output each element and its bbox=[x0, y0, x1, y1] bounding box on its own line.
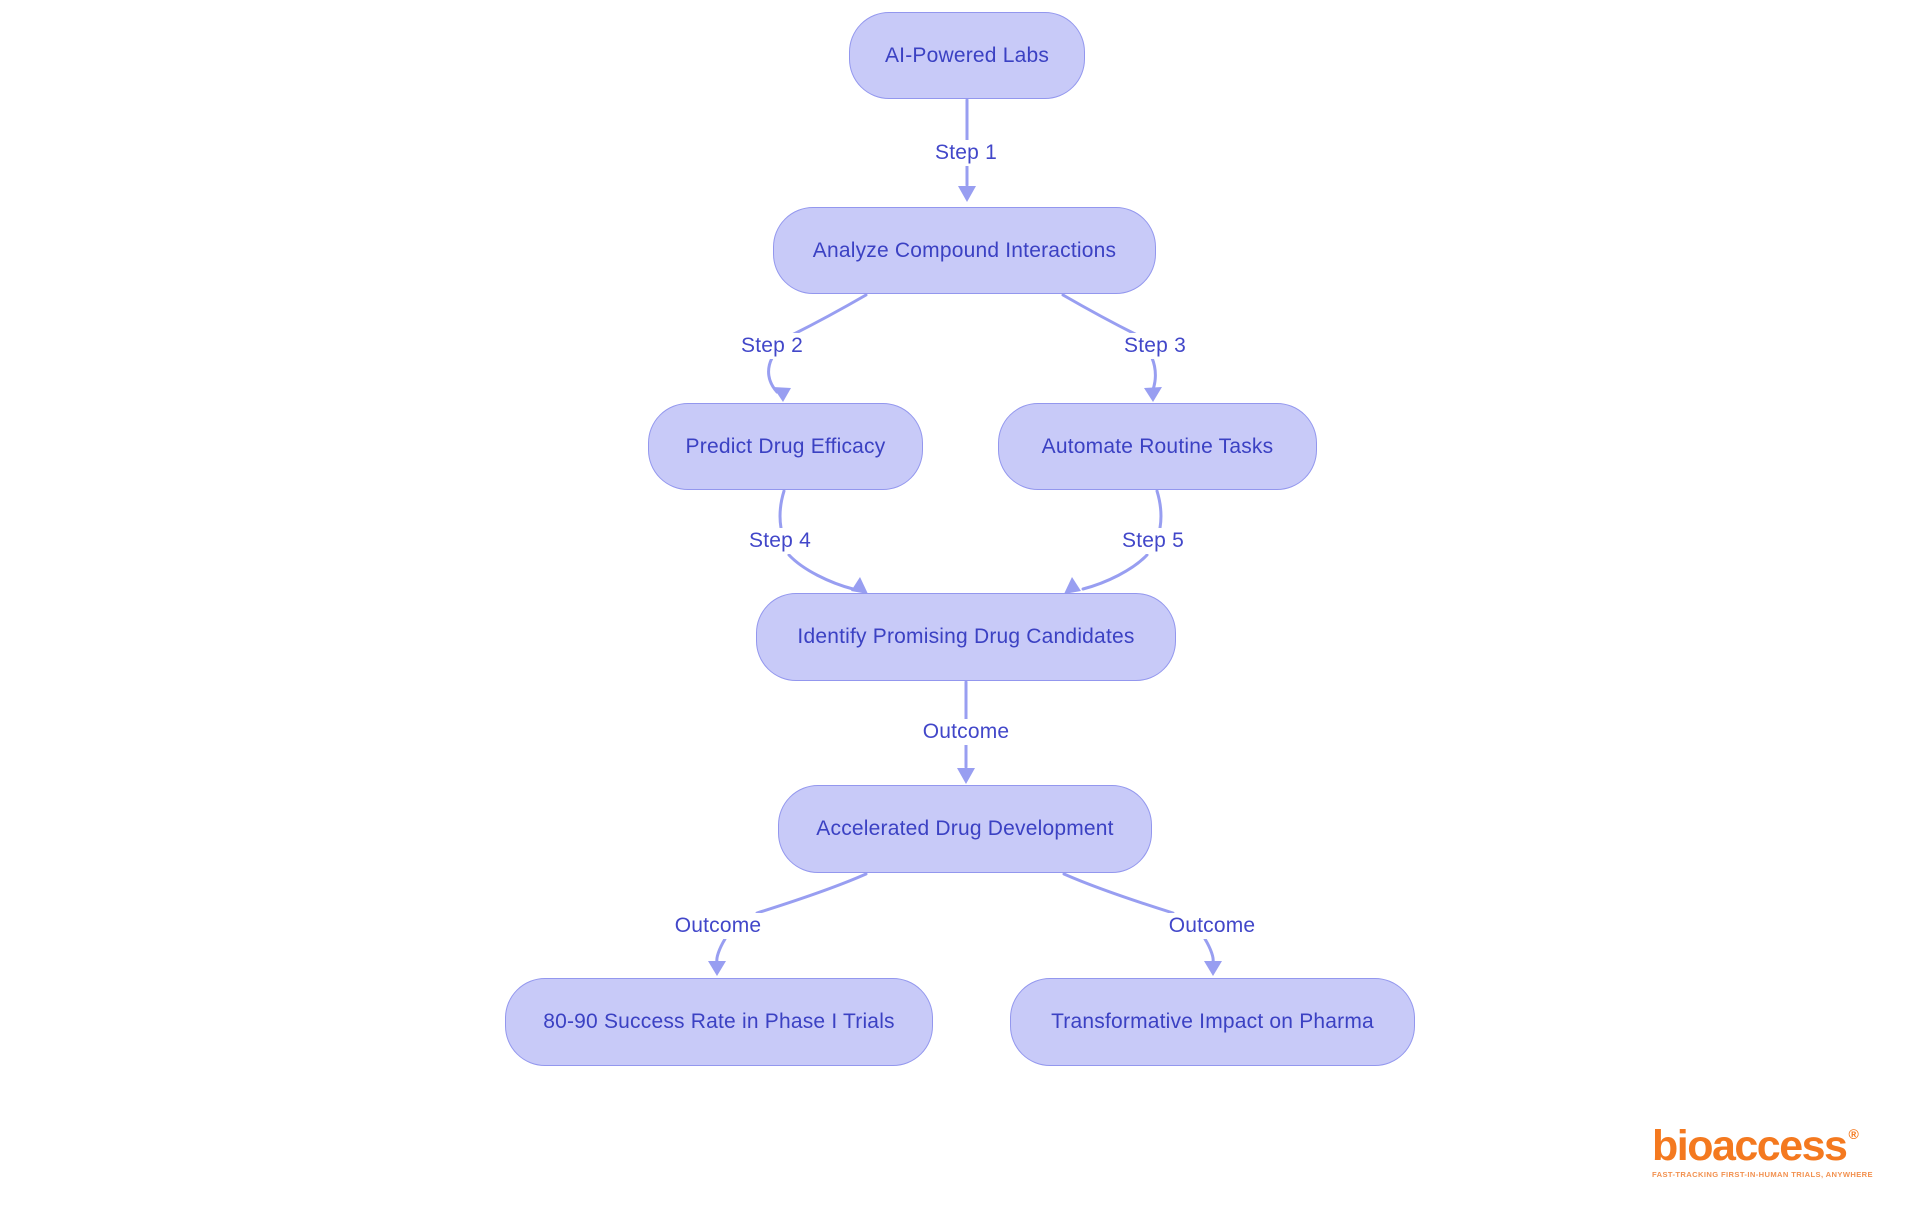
edge-step4-line-upper bbox=[778, 489, 786, 530]
edge-step5-line-upper bbox=[1155, 489, 1163, 530]
node-ai-powered-labs: AI-Powered Labs bbox=[849, 12, 1085, 99]
edge-outcome-right-line-upper bbox=[1062, 872, 1175, 915]
edge-step2-line-upper bbox=[790, 293, 868, 337]
edge-step2-arrowhead-icon bbox=[773, 387, 791, 402]
node-identify-promising-drug-candidates: Identify Promising Drug Candidates bbox=[756, 593, 1176, 681]
edge-outcome-right-arrowhead-icon bbox=[1204, 961, 1222, 976]
bioaccess-logo: bioaccess ® FAST-TRACKING FIRST-IN-HUMAN… bbox=[1652, 1122, 1882, 1179]
edge-outcome-mid-arrowhead-icon bbox=[957, 768, 975, 784]
edge-step5-arrowhead-icon bbox=[1064, 577, 1081, 594]
edge-label-step3: Step 3 bbox=[1119, 333, 1191, 359]
edge-label-step4: Step 4 bbox=[744, 528, 816, 554]
edge-label-outcome-right: Outcome bbox=[1163, 913, 1261, 939]
node-accelerated-drug-development: Accelerated Drug Development bbox=[778, 785, 1152, 873]
edge-label-step5: Step 5 bbox=[1117, 528, 1189, 554]
edge-label-outcome-left: Outcome bbox=[669, 913, 767, 939]
edge-step3-line-upper bbox=[1061, 293, 1139, 337]
edge-step3-line-lower bbox=[1150, 356, 1157, 394]
edge-label-step2: Step 2 bbox=[736, 333, 808, 359]
edge-step4-line-lower bbox=[787, 553, 855, 591]
edge-step1-arrowhead-icon bbox=[958, 186, 976, 202]
registered-trademark-icon: ® bbox=[1848, 1126, 1859, 1142]
node-analyze-compound-interactions: Analyze Compound Interactions bbox=[773, 207, 1156, 294]
edge-outcome-left-line-lower bbox=[715, 937, 727, 964]
edge-label-outcome-mid: Outcome bbox=[917, 719, 1015, 745]
edge-outcome-left-arrowhead-icon bbox=[708, 961, 726, 976]
edge-step2-line-lower bbox=[767, 356, 779, 394]
bioaccess-wordmark: bioaccess bbox=[1652, 1122, 1848, 1170]
edge-step3-arrowhead-icon bbox=[1144, 387, 1162, 402]
edge-step5-line-lower bbox=[1081, 553, 1149, 591]
edge-step4-arrowhead-icon bbox=[851, 577, 868, 594]
node-predict-drug-efficacy: Predict Drug Efficacy bbox=[648, 403, 923, 490]
edge-outcome-left-line-upper bbox=[755, 872, 868, 915]
edge-label-step1: Step 1 bbox=[930, 140, 1002, 166]
edge-outcome-right-line-lower bbox=[1203, 937, 1215, 964]
node-success-rate-phase-1: 80-90 Success Rate in Phase I Trials bbox=[505, 978, 933, 1066]
node-automate-routine-tasks: Automate Routine Tasks bbox=[998, 403, 1317, 490]
bioaccess-tagline: FAST-TRACKING FIRST-IN-HUMAN TRIALS, ANY… bbox=[1652, 1169, 1873, 1179]
node-transformative-impact-pharma: Transformative Impact on Pharma bbox=[1010, 978, 1415, 1066]
